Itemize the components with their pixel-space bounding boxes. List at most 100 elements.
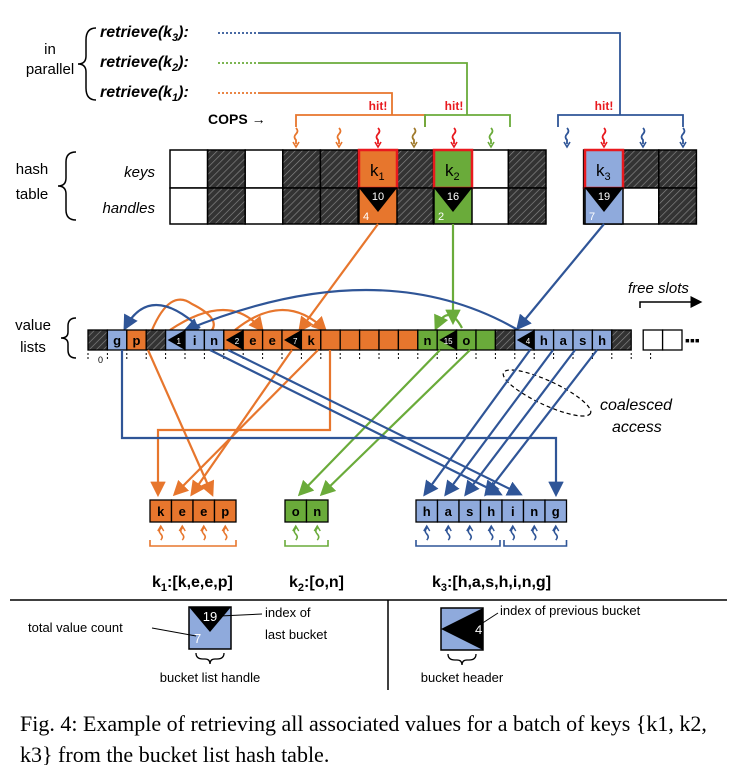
hash-handle-cell bbox=[282, 187, 322, 225]
hash-handle-cell bbox=[206, 187, 246, 225]
probe-arrowhead bbox=[292, 141, 300, 149]
bucket-header-index: 7 bbox=[293, 337, 298, 346]
free-slot-cell bbox=[642, 329, 664, 351]
hash-key-cell bbox=[206, 149, 246, 189]
hash-key-cell bbox=[620, 149, 660, 189]
hit-label-k2: hit! bbox=[445, 99, 464, 113]
in-parallel-label-1: in bbox=[44, 41, 56, 58]
result-cell-letter: e bbox=[179, 504, 186, 519]
probe-squiggles bbox=[292, 127, 687, 149]
value-cell-letter: o bbox=[462, 333, 470, 348]
keys-label: keys bbox=[124, 164, 155, 181]
legend-last-bucket: last bucket bbox=[265, 627, 328, 642]
value-cell-letter: e bbox=[269, 333, 276, 348]
write-arrowhead bbox=[221, 524, 229, 532]
value-cell-letter: i bbox=[193, 333, 197, 348]
legend-header-example: 4 bbox=[440, 607, 484, 651]
bucket-header-index: 1 bbox=[177, 337, 182, 346]
legend-header-brace bbox=[447, 653, 477, 666]
write-arrow bbox=[424, 526, 430, 541]
value-cell-letter: n bbox=[210, 333, 218, 348]
result-cell bbox=[544, 499, 568, 523]
hash-slot-k2: k2 16 2 bbox=[432, 148, 474, 225]
probe-arrowhead bbox=[374, 141, 382, 149]
probe-arrowhead bbox=[410, 141, 418, 149]
legend-prev-leader bbox=[477, 612, 499, 627]
probe-arrowhead bbox=[450, 141, 458, 149]
write-arrow bbox=[201, 526, 207, 541]
value-cell bbox=[494, 329, 516, 351]
hit-label-k1: hit! bbox=[369, 99, 388, 113]
k2-value-count: 2 bbox=[438, 211, 444, 223]
backlink-arc-blue-1 bbox=[123, 304, 201, 331]
write-arrowhead bbox=[292, 524, 300, 532]
backlink-arc-orange-2 bbox=[169, 309, 264, 333]
query-line-k1 bbox=[218, 92, 393, 115]
write-arrowhead bbox=[178, 524, 186, 532]
k1-key-text: k1 bbox=[370, 161, 385, 183]
hash-key-cell bbox=[658, 149, 698, 189]
probe-arrowhead bbox=[600, 141, 608, 149]
hash-slot-k3: k3 19 7 bbox=[583, 148, 625, 225]
value-cell-letter: g bbox=[113, 333, 121, 348]
k3-result-label: k3:[h,a,s,h,i,n,g] bbox=[432, 574, 551, 594]
result-cell-letter: o bbox=[292, 504, 300, 519]
write-arrow bbox=[179, 526, 185, 541]
hash-handle-cell bbox=[394, 187, 434, 225]
write-arrow bbox=[445, 526, 451, 541]
value-lists-brace bbox=[60, 317, 77, 359]
bucket-header-index: 15 bbox=[444, 337, 453, 346]
hash-key-cell bbox=[507, 149, 547, 189]
in-parallel-label-2: parallel bbox=[26, 61, 74, 78]
bucket-header-index: 2 bbox=[235, 337, 240, 346]
hash-table-label-2: table bbox=[16, 186, 49, 203]
write-arrow bbox=[314, 526, 320, 541]
k3-value-count: 7 bbox=[589, 211, 595, 223]
cops-bracket-k2 bbox=[424, 114, 511, 127]
hash-key-cell bbox=[319, 149, 359, 189]
value-cell-letter: n bbox=[424, 333, 432, 348]
bucket-header-marker bbox=[516, 330, 535, 350]
hash-handle-cell bbox=[620, 187, 660, 225]
legend-count-leader bbox=[151, 627, 197, 637]
write-bracket bbox=[149, 540, 237, 547]
value-cell bbox=[145, 329, 167, 351]
bucket-header-index: 4 bbox=[526, 337, 531, 346]
k3-key-text: k3 bbox=[596, 161, 611, 183]
write-arrow bbox=[553, 526, 559, 541]
hash-handle-cell bbox=[470, 187, 510, 225]
hash-slot-k1: k1 10 4 bbox=[357, 148, 399, 225]
write-arrow bbox=[510, 526, 516, 541]
value-cell-letter: p bbox=[133, 333, 141, 348]
copy-arrows-k1 bbox=[146, 349, 332, 498]
hash-table-brace bbox=[57, 151, 77, 221]
handle-arrow-k3 bbox=[516, 223, 605, 331]
hit-label-k3: hit! bbox=[595, 99, 614, 113]
write-arrow bbox=[531, 526, 537, 541]
legend-handle-brace bbox=[195, 652, 225, 665]
result-cell-letter: k bbox=[157, 504, 165, 519]
copy-arrows-k2 bbox=[297, 349, 471, 497]
legend-index-of: index of bbox=[265, 605, 311, 620]
write-arrowhead bbox=[552, 524, 560, 532]
retrieve-k1: retrieve(k1): bbox=[100, 84, 189, 104]
write-arrowhead bbox=[444, 524, 452, 532]
probe-arrow bbox=[451, 127, 457, 144]
value-cell-letter: a bbox=[560, 333, 568, 348]
zero-index: 0 bbox=[98, 355, 103, 365]
result-cell-letter: h bbox=[423, 504, 431, 519]
value-cell-letter: s bbox=[579, 333, 586, 348]
result-cell-letter: s bbox=[466, 504, 473, 519]
hash-handle-cell bbox=[507, 187, 547, 225]
probe-arrow bbox=[601, 127, 607, 144]
free-slots-label: free slots bbox=[628, 280, 689, 297]
write-arrowhead bbox=[509, 524, 517, 532]
write-arrowhead bbox=[313, 524, 321, 532]
legend-bucket-header: bucket header bbox=[421, 670, 504, 685]
backlink-arc-green bbox=[434, 313, 463, 331]
backlink-arc-orange-1 bbox=[150, 298, 215, 331]
write-arrowhead bbox=[423, 524, 431, 532]
value-cell bbox=[320, 329, 341, 351]
result-cell-letter: n bbox=[313, 504, 321, 519]
